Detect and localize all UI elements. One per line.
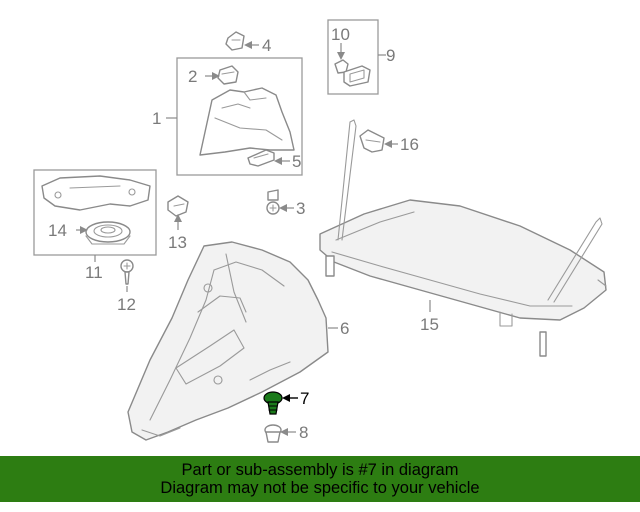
callout-13: 13 [168,233,187,252]
callout-15: 15 [420,315,439,334]
clip-part-10 [334,59,349,74]
quarter-trim-panel-part-6 [127,241,329,441]
callout-8: 8 [299,423,308,442]
speaker-part-14 [85,221,131,245]
clip-part-2 [217,65,239,85]
clip-part-4 [225,31,245,51]
cargo-cover-part-15 [319,119,607,357]
callout-5: 5 [292,152,301,171]
callout-10: 10 [331,25,350,44]
callout-6: 6 [340,319,349,338]
callout-16: 16 [400,135,419,154]
push-clip-part-7 [263,391,283,415]
callout-12: 12 [117,295,136,314]
banner-line-2: Diagram may not be specific to your vehi… [160,479,480,497]
clip-part-13 [167,195,189,217]
callout-3: 3 [296,199,305,218]
callout-9: 9 [386,46,395,65]
leader-lines [76,41,431,436]
pad-part-9 [343,65,371,87]
callout-14: 14 [48,221,67,240]
cover-part-11 [41,175,151,211]
grommet-part-8 [264,424,282,443]
callout-7: 7 [300,389,309,408]
callout-11: 11 [85,263,103,282]
callout-1: 1 [152,109,161,128]
group-box-9 [327,19,379,95]
trim-panel-upper [199,87,295,156]
group-box-1 [176,57,303,176]
info-banner: Part or sub-assembly is #7 in diagram Di… [0,456,640,502]
callout-4: 4 [262,36,271,55]
banner-line-1: Part or sub-assembly is #7 in diagram [181,461,459,479]
callout-2: 2 [188,67,197,86]
clip-part-16 [359,129,385,153]
screw-part-3 [266,189,280,215]
screw-part-12 [120,259,134,285]
clip-part-5 [247,149,275,167]
